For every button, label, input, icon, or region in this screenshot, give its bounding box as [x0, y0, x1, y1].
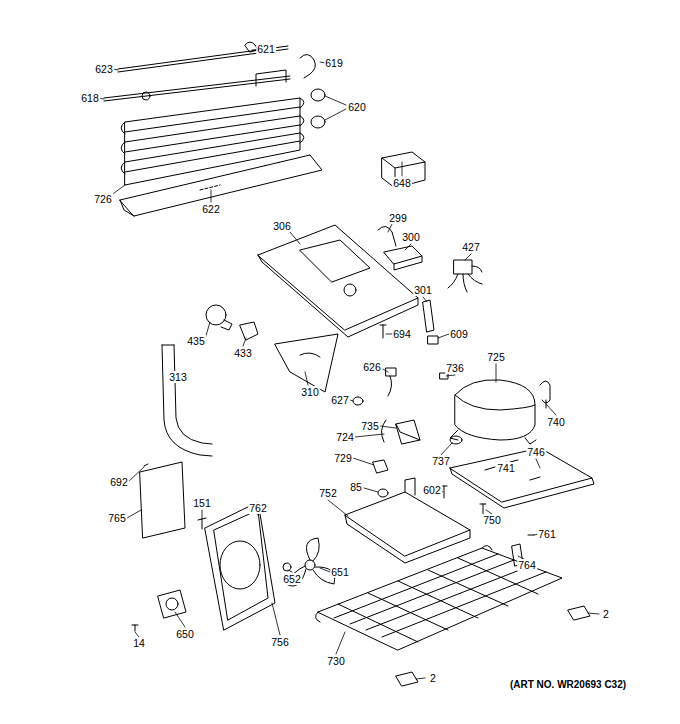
callout-number: 85: [349, 481, 363, 493]
callout-number: 301: [413, 284, 433, 296]
leader-line: [98, 49, 599, 679]
callout-number: 651: [330, 566, 350, 578]
callout-number: 756: [270, 636, 290, 648]
callout-number: 299: [388, 212, 408, 224]
callout-number: 427: [461, 241, 481, 253]
callout-number: 2: [602, 608, 610, 620]
callout-number: 746: [526, 446, 546, 458]
callout-number: 740: [546, 416, 566, 428]
callout-number: 735: [360, 420, 380, 432]
callout-number: 761: [537, 528, 557, 540]
callout-number: 621: [256, 43, 276, 55]
mounting-plate: [258, 225, 418, 337]
callout-number: 310: [300, 386, 320, 398]
callout-number: 618: [80, 92, 100, 104]
callout-number: 648: [392, 177, 412, 189]
callout-number: 433: [233, 347, 253, 359]
callout-number: 623: [94, 63, 114, 75]
fan-shroud: [205, 502, 275, 630]
callout-number: 300: [401, 231, 421, 243]
callout-number: 762: [248, 502, 268, 514]
callout-number: 620: [347, 101, 367, 113]
callout-number: 151: [192, 497, 212, 509]
callout-number: 619: [324, 57, 344, 69]
callout-number: 730: [326, 655, 346, 667]
callout-number: 622: [201, 203, 221, 215]
compressor: [450, 380, 536, 444]
callout-number: 692: [109, 476, 129, 488]
callout-number: 750: [482, 514, 502, 526]
art-number: (ART NO. WR20693 C32): [509, 679, 627, 691]
rail: [104, 42, 315, 101]
drain-tube: [162, 345, 212, 456]
callout-number: 627: [330, 394, 350, 406]
evaporator-coil: [315, 545, 562, 650]
callout-number: 306: [272, 220, 292, 232]
condenser-coil: [121, 98, 304, 185]
callout-number: 650: [175, 628, 195, 640]
callout-number: 765: [107, 512, 127, 524]
callout-number: 737: [431, 455, 451, 467]
callout-number: 626: [362, 361, 382, 373]
callout-number: 602: [422, 484, 442, 496]
callout-number: 726: [93, 193, 113, 205]
callout-number: 725: [486, 351, 506, 363]
callout-number: 752: [318, 487, 338, 499]
callout-number: 741: [496, 462, 516, 474]
callout-number: 14: [132, 637, 146, 649]
callout-number: 652: [282, 573, 302, 585]
callout-number: 313: [168, 371, 188, 383]
callout-number: 729: [333, 452, 353, 464]
defrost-timer: [382, 152, 425, 188]
callout-number: 736: [445, 362, 465, 374]
callout-number: 609: [449, 328, 469, 340]
callout-number: 435: [186, 335, 206, 347]
drain-pan: [345, 492, 470, 563]
pan: [120, 155, 322, 216]
callout-number: 694: [392, 328, 412, 340]
base-plate: [450, 448, 594, 508]
callout-number: 724: [335, 431, 355, 443]
callout-number: 2: [429, 672, 437, 684]
callout-number: 764: [517, 559, 537, 571]
